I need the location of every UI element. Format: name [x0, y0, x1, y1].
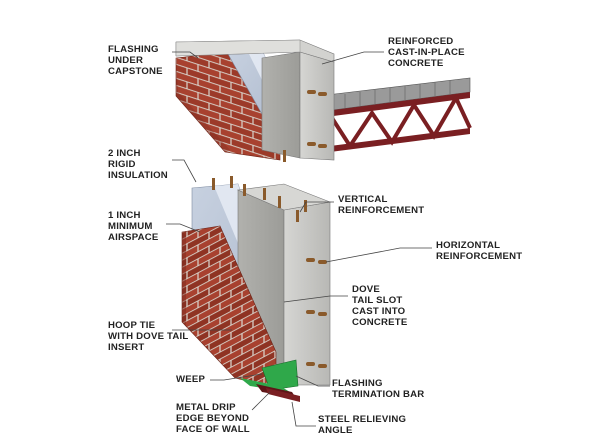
- leader-airspace: [166, 223, 201, 233]
- label-flashing-under-capstone: FLASHING UNDER CAPSTONE: [108, 44, 163, 77]
- top-assembly: [175, 39, 472, 162]
- leader-lines: [166, 51, 432, 427]
- leader-reinforced-concrete: [321, 51, 384, 65]
- label-reinforced-concrete: REINFORCED CAST-IN-PLACE CONCRETE: [388, 36, 465, 69]
- leader-metal-drip: [251, 391, 271, 411]
- leader-flashing-bar: [295, 375, 330, 387]
- label-vertical-reinforcement: VERTICAL REINFORCEMENT: [338, 194, 425, 216]
- label-rigid-insulation: 2 INCH RIGID INSULATION: [108, 148, 168, 181]
- leader-horizontal-reinforcement: [325, 247, 432, 263]
- leader-steel-angle: [291, 401, 316, 427]
- leader-rigid-insulation: [172, 159, 197, 183]
- label-hoop-tie: HOOP TIE WITH DOVE TAIL INSERT: [108, 320, 189, 353]
- bottom-brick-veneer: [181, 225, 277, 389]
- leader-dove-tail-slot: [283, 295, 348, 303]
- label-dove-tail-slot: DOVE TAIL SLOT CAST INTO CONCRETE: [352, 284, 408, 328]
- label-steel-relieving-angle: STEEL RELIEVING ANGLE: [318, 414, 407, 436]
- label-weep: WEEP: [176, 374, 206, 385]
- leader-vertical-reinforcement: [299, 201, 334, 213]
- top-concrete-wall: [261, 51, 335, 162]
- capstone: [175, 39, 335, 63]
- label-airspace: 1 INCH MINIMUM AIRSPACE: [108, 210, 159, 243]
- label-horizontal-reinforcement: HORIZONTAL REINFORCEMENT: [436, 240, 523, 262]
- bottom-assembly: [181, 176, 332, 402]
- leader-weep: [210, 373, 263, 381]
- leader-flashing-capstone: [172, 51, 199, 59]
- label-metal-drip-edge: METAL DRIP EDGE BEYOND FACE OF WALL: [176, 402, 250, 435]
- label-flashing-termination-bar: FLASHING TERMINATION BAR: [332, 378, 425, 400]
- base-flashing: [240, 359, 300, 402]
- steel-deck: [317, 77, 472, 152]
